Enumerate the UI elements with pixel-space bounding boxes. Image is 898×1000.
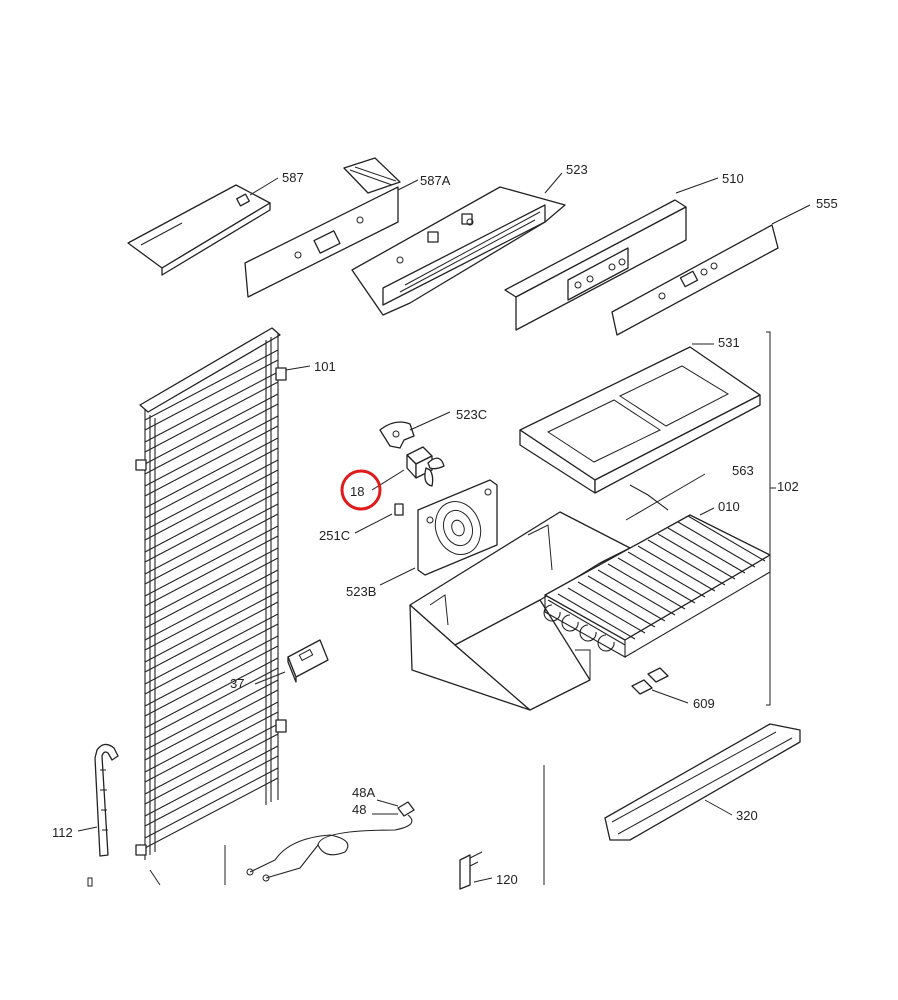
- leader-18: [371, 469, 405, 491]
- leader-48A: [376, 799, 399, 807]
- callout-102[interactable]: 102: [777, 479, 799, 494]
- highlight-circle: [340, 469, 382, 511]
- part-523C-fan-bracket[interactable]: [379, 421, 415, 449]
- callout-120[interactable]: 120: [496, 872, 518, 887]
- leader-523B: [379, 567, 416, 586]
- callout-48[interactable]: 48: [352, 802, 366, 817]
- leader-010: [699, 507, 715, 516]
- screw-icon: [87, 877, 93, 887]
- callout-563[interactable]: 563: [732, 463, 754, 478]
- part-555-decor-strip[interactable]: [611, 224, 779, 336]
- leader-112: [77, 826, 98, 832]
- leader-37: [254, 671, 286, 685]
- callout-523B[interactable]: 523B: [346, 584, 376, 599]
- part-523-control-housing[interactable]: [351, 186, 566, 316]
- leader-563: [625, 473, 706, 521]
- callout-609[interactable]: 609: [693, 696, 715, 711]
- part-510-control-panel[interactable]: [504, 199, 687, 331]
- leader-251C: [354, 513, 393, 534]
- leader-523C: [409, 411, 451, 431]
- callout-48A[interactable]: 48A: [352, 785, 375, 800]
- evaporator-housing: [409, 511, 631, 711]
- callout-101[interactable]: 101: [314, 359, 336, 374]
- callout-587[interactable]: 587: [282, 170, 304, 185]
- part-609-connectors[interactable]: [631, 667, 669, 695]
- callout-251C[interactable]: 251C: [319, 528, 350, 543]
- part-251C-clip[interactable]: [394, 503, 404, 516]
- part-37-module[interactable]: [287, 639, 329, 683]
- callout-510[interactable]: 510: [722, 171, 744, 186]
- part-010-evaporator[interactable]: [543, 514, 771, 658]
- part-523B-fan-shroud[interactable]: [417, 479, 498, 576]
- callout-555[interactable]: 555: [816, 196, 838, 211]
- callout-18[interactable]: 18: [350, 484, 364, 499]
- callout-523C[interactable]: 523C: [456, 407, 487, 422]
- callout-320[interactable]: 320: [736, 808, 758, 823]
- callout-37[interactable]: 37: [230, 676, 244, 691]
- part-48-wiring-harness[interactable]: [246, 801, 415, 882]
- part-112-drain-pipe[interactable]: [94, 743, 119, 857]
- bracket-102: [766, 331, 771, 706]
- leader-587A: [397, 179, 419, 191]
- callout-587A[interactable]: 587A: [420, 173, 451, 188]
- leader-523: [544, 172, 563, 194]
- leader-609: [651, 689, 689, 704]
- leader-555: [771, 204, 811, 225]
- leader-587: [249, 177, 279, 196]
- part-563-heater-wire[interactable]: [629, 484, 669, 511]
- part-101-condenser[interactable]: [135, 327, 287, 886]
- leader-510: [675, 177, 719, 194]
- callout-112[interactable]: 112: [52, 825, 73, 840]
- leader-120: [473, 877, 493, 883]
- part-531-evaporator-cover[interactable]: [519, 346, 761, 494]
- callout-531[interactable]: 531: [718, 335, 740, 350]
- callout-523[interactable]: 523: [566, 162, 588, 177]
- leader-101: [285, 365, 311, 371]
- part-320-handle[interactable]: [604, 723, 801, 841]
- part-587A-display-board[interactable]: [244, 157, 401, 298]
- callout-010[interactable]: 010: [718, 499, 740, 514]
- part-18-fan-motor[interactable]: [406, 446, 445, 487]
- leader-320: [704, 799, 733, 816]
- part-120-sensor[interactable]: [459, 851, 483, 890]
- part-587-control-board[interactable]: [127, 184, 271, 276]
